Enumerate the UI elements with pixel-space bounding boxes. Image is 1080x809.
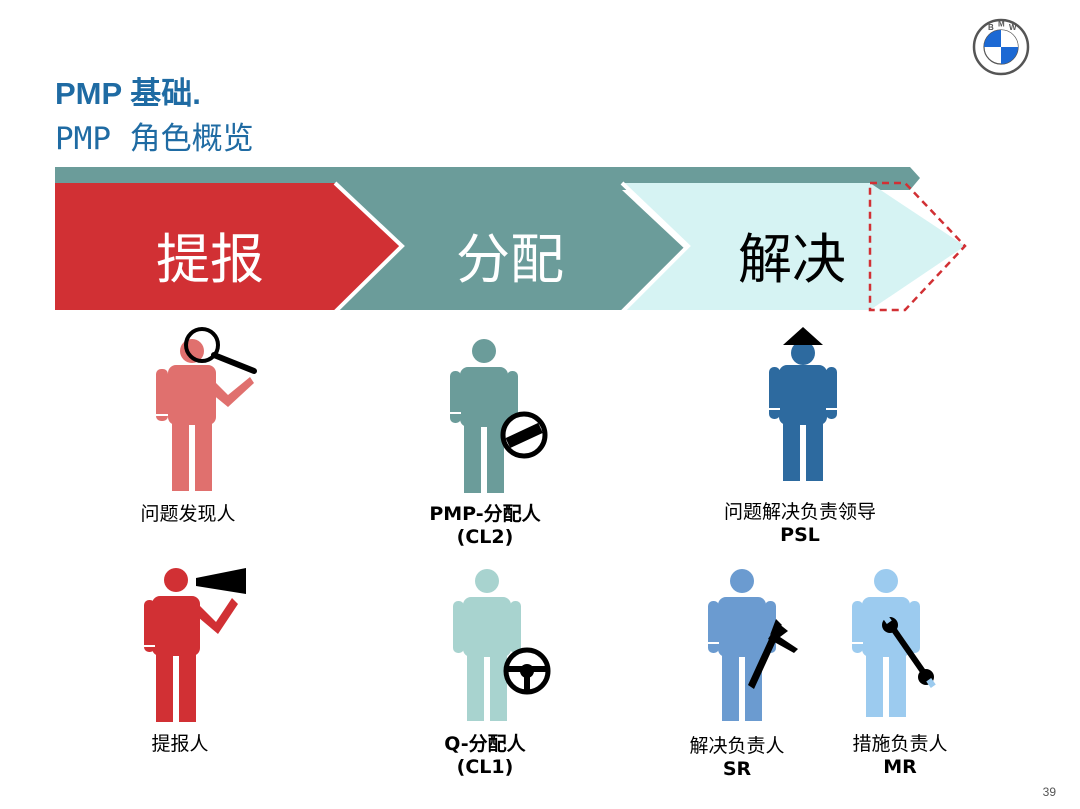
process-arrow [55,167,967,314]
logo-letter-w: W [1009,23,1017,32]
hat-icon [783,327,823,345]
stage-resolve-shape [622,183,965,310]
label-q-assigner: Q-分配人(CL1) [444,733,526,778]
page-title: PMP 基础. [55,76,201,111]
stage-resolve-label: 解决 [738,228,846,291]
psl-figure [769,327,837,481]
magnifier-icon [184,327,257,374]
mr-figure [852,569,936,717]
sr-figure [708,569,798,721]
reporter-figure [144,568,246,722]
q-assigner-figure [453,569,551,721]
page-subtitle: PMP 角色概览 [55,121,254,157]
stage-assign-shape [335,190,686,310]
label-pmp-assigner: PMP-分配人(CL2) [429,503,541,548]
label-reporter: 提报人 [151,733,209,755]
stage-report-shape [55,183,400,310]
stage-report-label: 提报 [156,228,264,291]
label-finder: 问题发现人 [140,503,236,525]
steering-wheel-icon [503,647,551,695]
logo-letter-b: B [988,23,994,32]
wrench-icon [882,614,936,688]
page-number: 39 [1042,785,1056,799]
megaphone-icon [196,568,246,594]
logo-letter-m: M [998,20,1005,29]
pliers-icon [748,619,798,689]
steering-wheel-icon [500,411,548,459]
finder-figure [156,327,257,491]
bmw-logo: B M W [972,18,1030,76]
stage-assign-label: 分配 [456,228,564,291]
dashed-tip [868,181,967,312]
pmp-assigner-figure [450,339,548,493]
